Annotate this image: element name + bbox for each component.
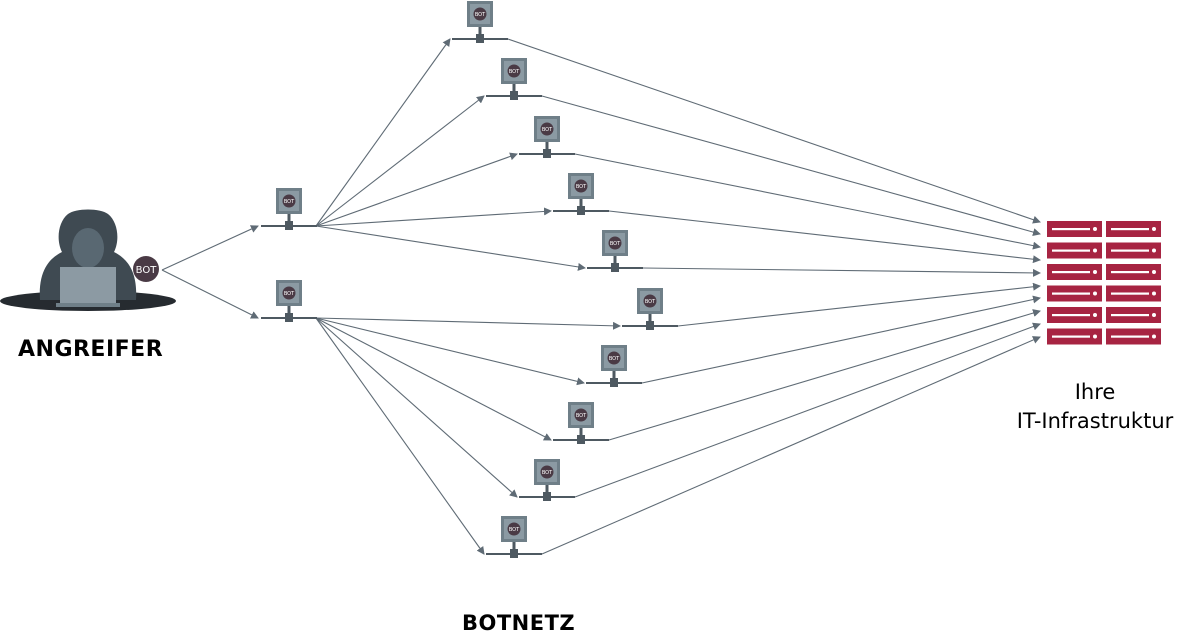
arrow-bot-to-bot — [315, 95, 485, 227]
arrow-bot-to-server — [574, 153, 1041, 250]
server-unit — [1106, 264, 1161, 280]
bot-badge-text: BOT — [284, 199, 295, 205]
computer-icon: BOT — [519, 116, 575, 158]
computer-icon: BOT — [586, 345, 642, 387]
computer-icon: BOT — [622, 288, 678, 330]
computer-icon: BOT — [261, 188, 317, 230]
bot-badge-text: BOT — [609, 356, 620, 362]
arrow-attacker-to-bot — [161, 225, 259, 271]
arrow-bot-to-bot — [315, 225, 586, 271]
arrow-bot-to-server — [608, 309, 1041, 441]
arrow-bot-to-server — [541, 336, 1041, 555]
bot-badge-text: BOT — [475, 12, 486, 18]
server-rack-icon — [1047, 221, 1161, 345]
arrow-bot-to-server — [677, 282, 1041, 327]
computer-icon: BOT — [486, 58, 542, 100]
arrow-bot-to-server — [541, 95, 1041, 236]
server-unit — [1047, 264, 1102, 280]
bot-badge-text: BOT — [542, 470, 553, 476]
computer-icon: BOT — [486, 516, 542, 558]
computer-icon: BOT — [261, 280, 317, 322]
target-label-line1: Ihre — [1074, 380, 1116, 404]
arrow-bot-to-bot — [315, 317, 585, 386]
computer-icon: BOT — [553, 173, 609, 215]
server-unit — [1047, 285, 1102, 302]
arrow-bot-to-bot — [315, 152, 518, 227]
server-unit — [1106, 307, 1161, 323]
bot-badge-text: BOT — [610, 241, 621, 247]
server-unit — [1047, 242, 1102, 259]
server-unit — [1106, 221, 1161, 237]
attacker-bot-badge: BOT — [133, 256, 159, 282]
server-unit — [1047, 328, 1102, 345]
server-unit — [1106, 328, 1161, 345]
bot-badge-text: BOT — [136, 265, 158, 276]
bot-badge-text: BOT — [576, 413, 587, 419]
arrow-bot-to-bot — [315, 317, 518, 498]
target-label: Ihre IT-Infrastruktur — [985, 378, 1200, 436]
arrow-bot-to-server — [641, 295, 1041, 384]
arrow-bot-to-bot — [315, 317, 552, 441]
arrow-attacker-to-bot — [161, 269, 259, 319]
arrow-bot-to-server — [574, 322, 1041, 498]
arrow-bot-to-bot — [315, 317, 621, 330]
server-unit — [1047, 307, 1102, 323]
computer-icon: BOT — [553, 402, 609, 444]
server-unit — [1047, 221, 1102, 237]
arrow-bot-to-bot — [315, 317, 485, 555]
bot-badge-text: BOT — [576, 184, 587, 190]
botnet-label: BOTNETZ — [462, 611, 576, 635]
bot-badge-text: BOT — [645, 299, 656, 305]
bot-badge-text: BOT — [542, 127, 553, 133]
attacker-label: ANGREIFER — [18, 337, 164, 362]
bot-badge-text: BOT — [284, 291, 295, 297]
attack-arrows — [161, 38, 1041, 555]
hacker-icon — [0, 209, 176, 311]
botnet-nodes: BOT BOT BOT BOT BOT BOT BOT BOT BOT BOT BOT BOT — [261, 1, 678, 558]
computer-icon: BOT — [519, 459, 575, 501]
computer-icon: BOT — [587, 230, 643, 272]
arrow-bot-to-server — [642, 267, 1041, 277]
target-label-line2: IT-Infrastruktur — [1016, 409, 1174, 433]
bot-badge-text: BOT — [509, 69, 520, 75]
server-unit — [1106, 285, 1161, 302]
computer-icon: BOT — [452, 1, 508, 43]
arrow-bot-to-server — [608, 210, 1041, 264]
arrow-bot-to-server — [507, 38, 1041, 224]
server-unit — [1106, 242, 1161, 259]
arrow-bot-to-bot — [315, 38, 451, 227]
bot-badge-text: BOT — [509, 527, 520, 533]
arrow-bot-to-bot — [315, 207, 552, 227]
